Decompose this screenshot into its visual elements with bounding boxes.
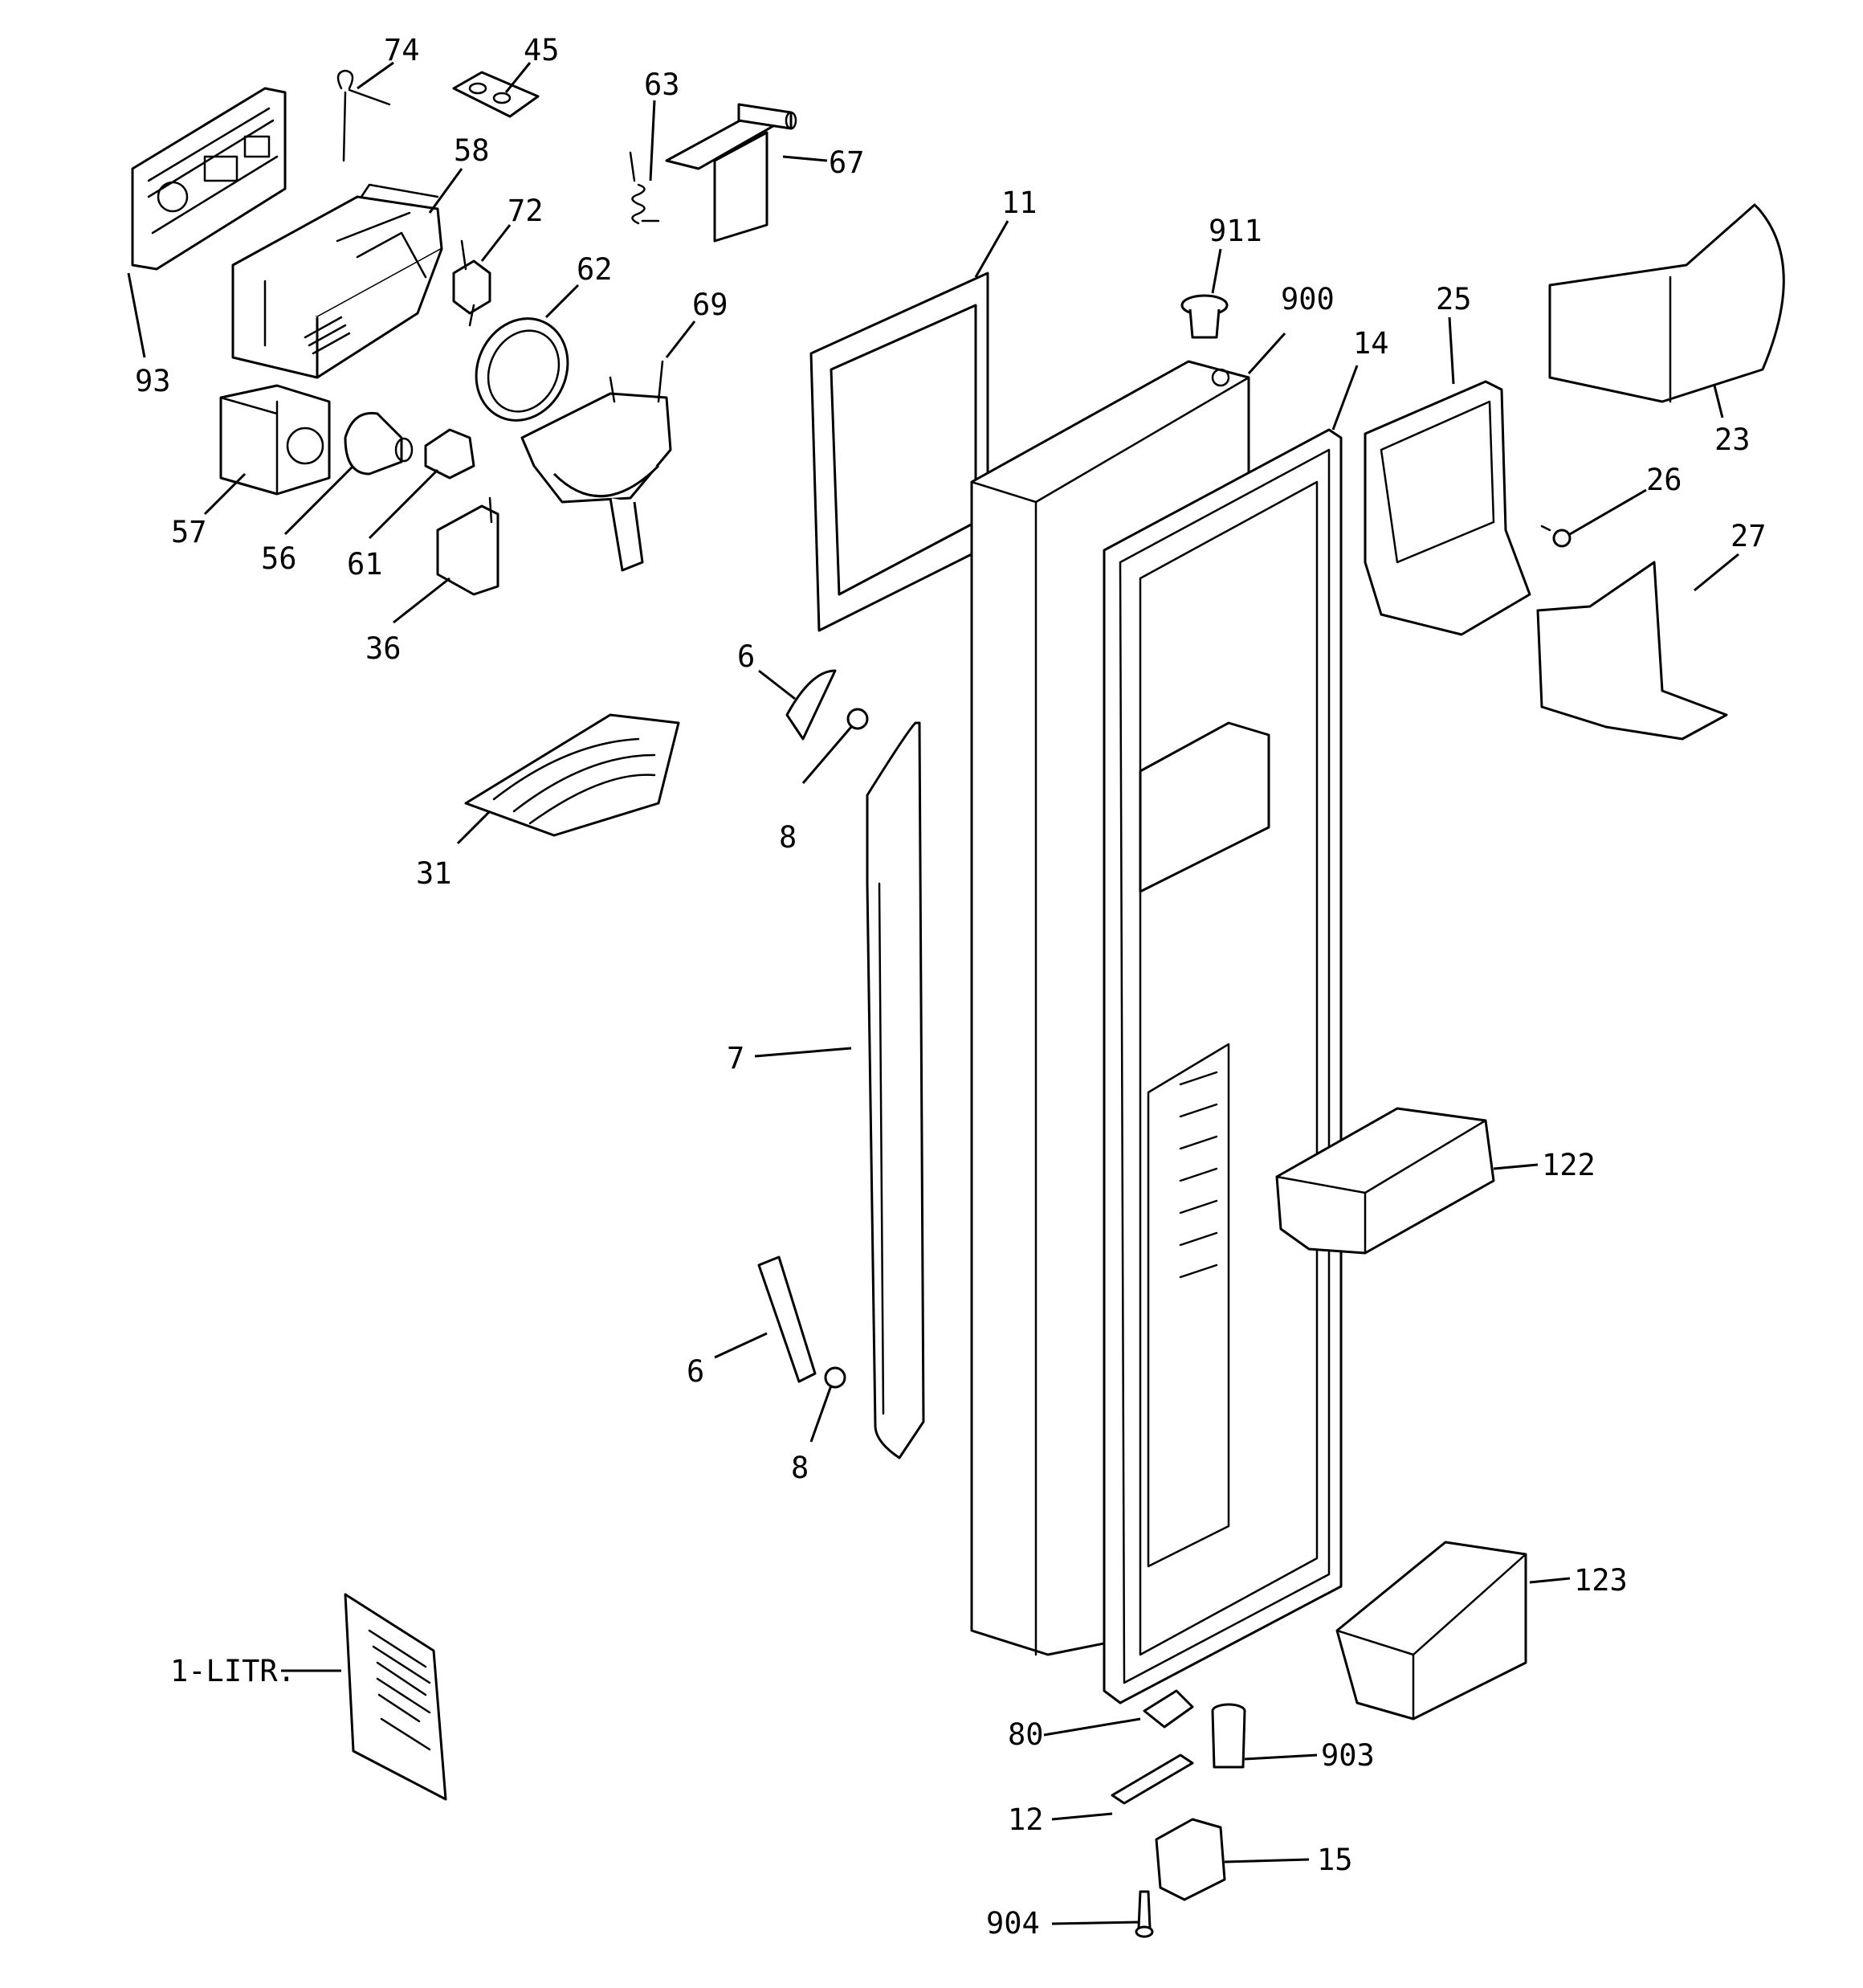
callout-911: 911: [1209, 214, 1262, 248]
callout-36: 36: [365, 631, 402, 666]
part-45-bracket: [452, 71, 540, 118]
callout-14: 14: [1353, 326, 1389, 361]
part-31-drip-tray: [464, 713, 680, 837]
callout-6-lower: 6: [687, 1354, 704, 1389]
callout-8-lower: 8: [791, 1451, 809, 1485]
part-23-cover: [1548, 203, 1785, 403]
callout-63: 63: [644, 67, 680, 102]
part-15-hinge: [1155, 1818, 1226, 1901]
part-93-control-board: [131, 87, 287, 271]
part-12-bracket: [1111, 1753, 1194, 1805]
part-25-bin: [1364, 380, 1531, 636]
part-123-door-bin: [1335, 1541, 1527, 1721]
callout-58: 58: [454, 133, 490, 168]
part-911-bushing: [1180, 294, 1229, 339]
part-6-lower-cap: [757, 1255, 817, 1383]
part-72-switch: [452, 239, 491, 327]
callout-122: 122: [1542, 1148, 1596, 1182]
callout-900: 900: [1281, 282, 1335, 316]
callout-15: 15: [1317, 1843, 1353, 1877]
part-8-upper-screw: [846, 708, 869, 730]
part-36-bracket: [436, 496, 499, 596]
callout-72: 72: [508, 194, 544, 228]
callout-56: 56: [261, 541, 297, 576]
callout-67: 67: [829, 145, 865, 180]
callout-74: 74: [384, 33, 420, 67]
part-61-cam: [424, 428, 475, 480]
leader-lines: [127, 61, 1739, 1925]
callout-904: 904: [986, 1906, 1040, 1941]
callout-7: 7: [727, 1041, 744, 1076]
part-904-screw: [1135, 1890, 1154, 1938]
part-14-gasket: [1103, 428, 1343, 1704]
callout-25: 25: [1436, 282, 1472, 316]
callout-93: 93: [135, 364, 171, 398]
part-1-litr-booklet: [344, 1593, 447, 1801]
callout-27: 27: [1731, 519, 1767, 553]
callout-45: 45: [524, 33, 560, 67]
callout-80: 80: [1008, 1717, 1044, 1752]
callout-1-litr: 1-LITR.: [170, 1654, 296, 1688]
part-74-spring: [336, 69, 391, 162]
callout-8-upper: 8: [779, 820, 797, 855]
callout-123: 123: [1574, 1563, 1628, 1598]
part-7-handle: [866, 721, 925, 1459]
part-122-door-bin: [1275, 1107, 1495, 1255]
part-27-deflector: [1536, 561, 1728, 741]
callout-6-upper: 6: [737, 639, 755, 674]
part-67-hinge: [665, 103, 797, 243]
part-57-motor: [219, 384, 331, 496]
callout-23: 23: [1714, 423, 1751, 457]
part-11-frame: [809, 271, 989, 632]
callout-11: 11: [1001, 186, 1037, 220]
callout-61: 61: [347, 547, 383, 582]
part-69-funnel: [520, 360, 672, 572]
callout-69: 69: [692, 288, 728, 322]
callout-12: 12: [1008, 1802, 1044, 1837]
callout-903: 903: [1321, 1738, 1375, 1773]
part-8-lower-screw: [824, 1366, 846, 1389]
callout-31: 31: [416, 856, 452, 891]
part-6-upper-cap: [785, 669, 837, 741]
part-80-plug: [1143, 1689, 1194, 1729]
callout-62: 62: [577, 252, 613, 287]
callout-57: 57: [171, 515, 207, 549]
part-56-coupler: [344, 411, 414, 476]
callout-26: 26: [1646, 463, 1682, 497]
part-62-ring: [475, 317, 569, 422]
part-58-housing: [231, 183, 443, 379]
callout-labels: 74 45 63 67 58 72 62 69 93 57 56 61 36 1…: [135, 33, 1767, 1941]
part-903-pin: [1211, 1703, 1246, 1769]
part-26-screw: [1540, 525, 1572, 548]
part-63-spring: [629, 151, 660, 225]
